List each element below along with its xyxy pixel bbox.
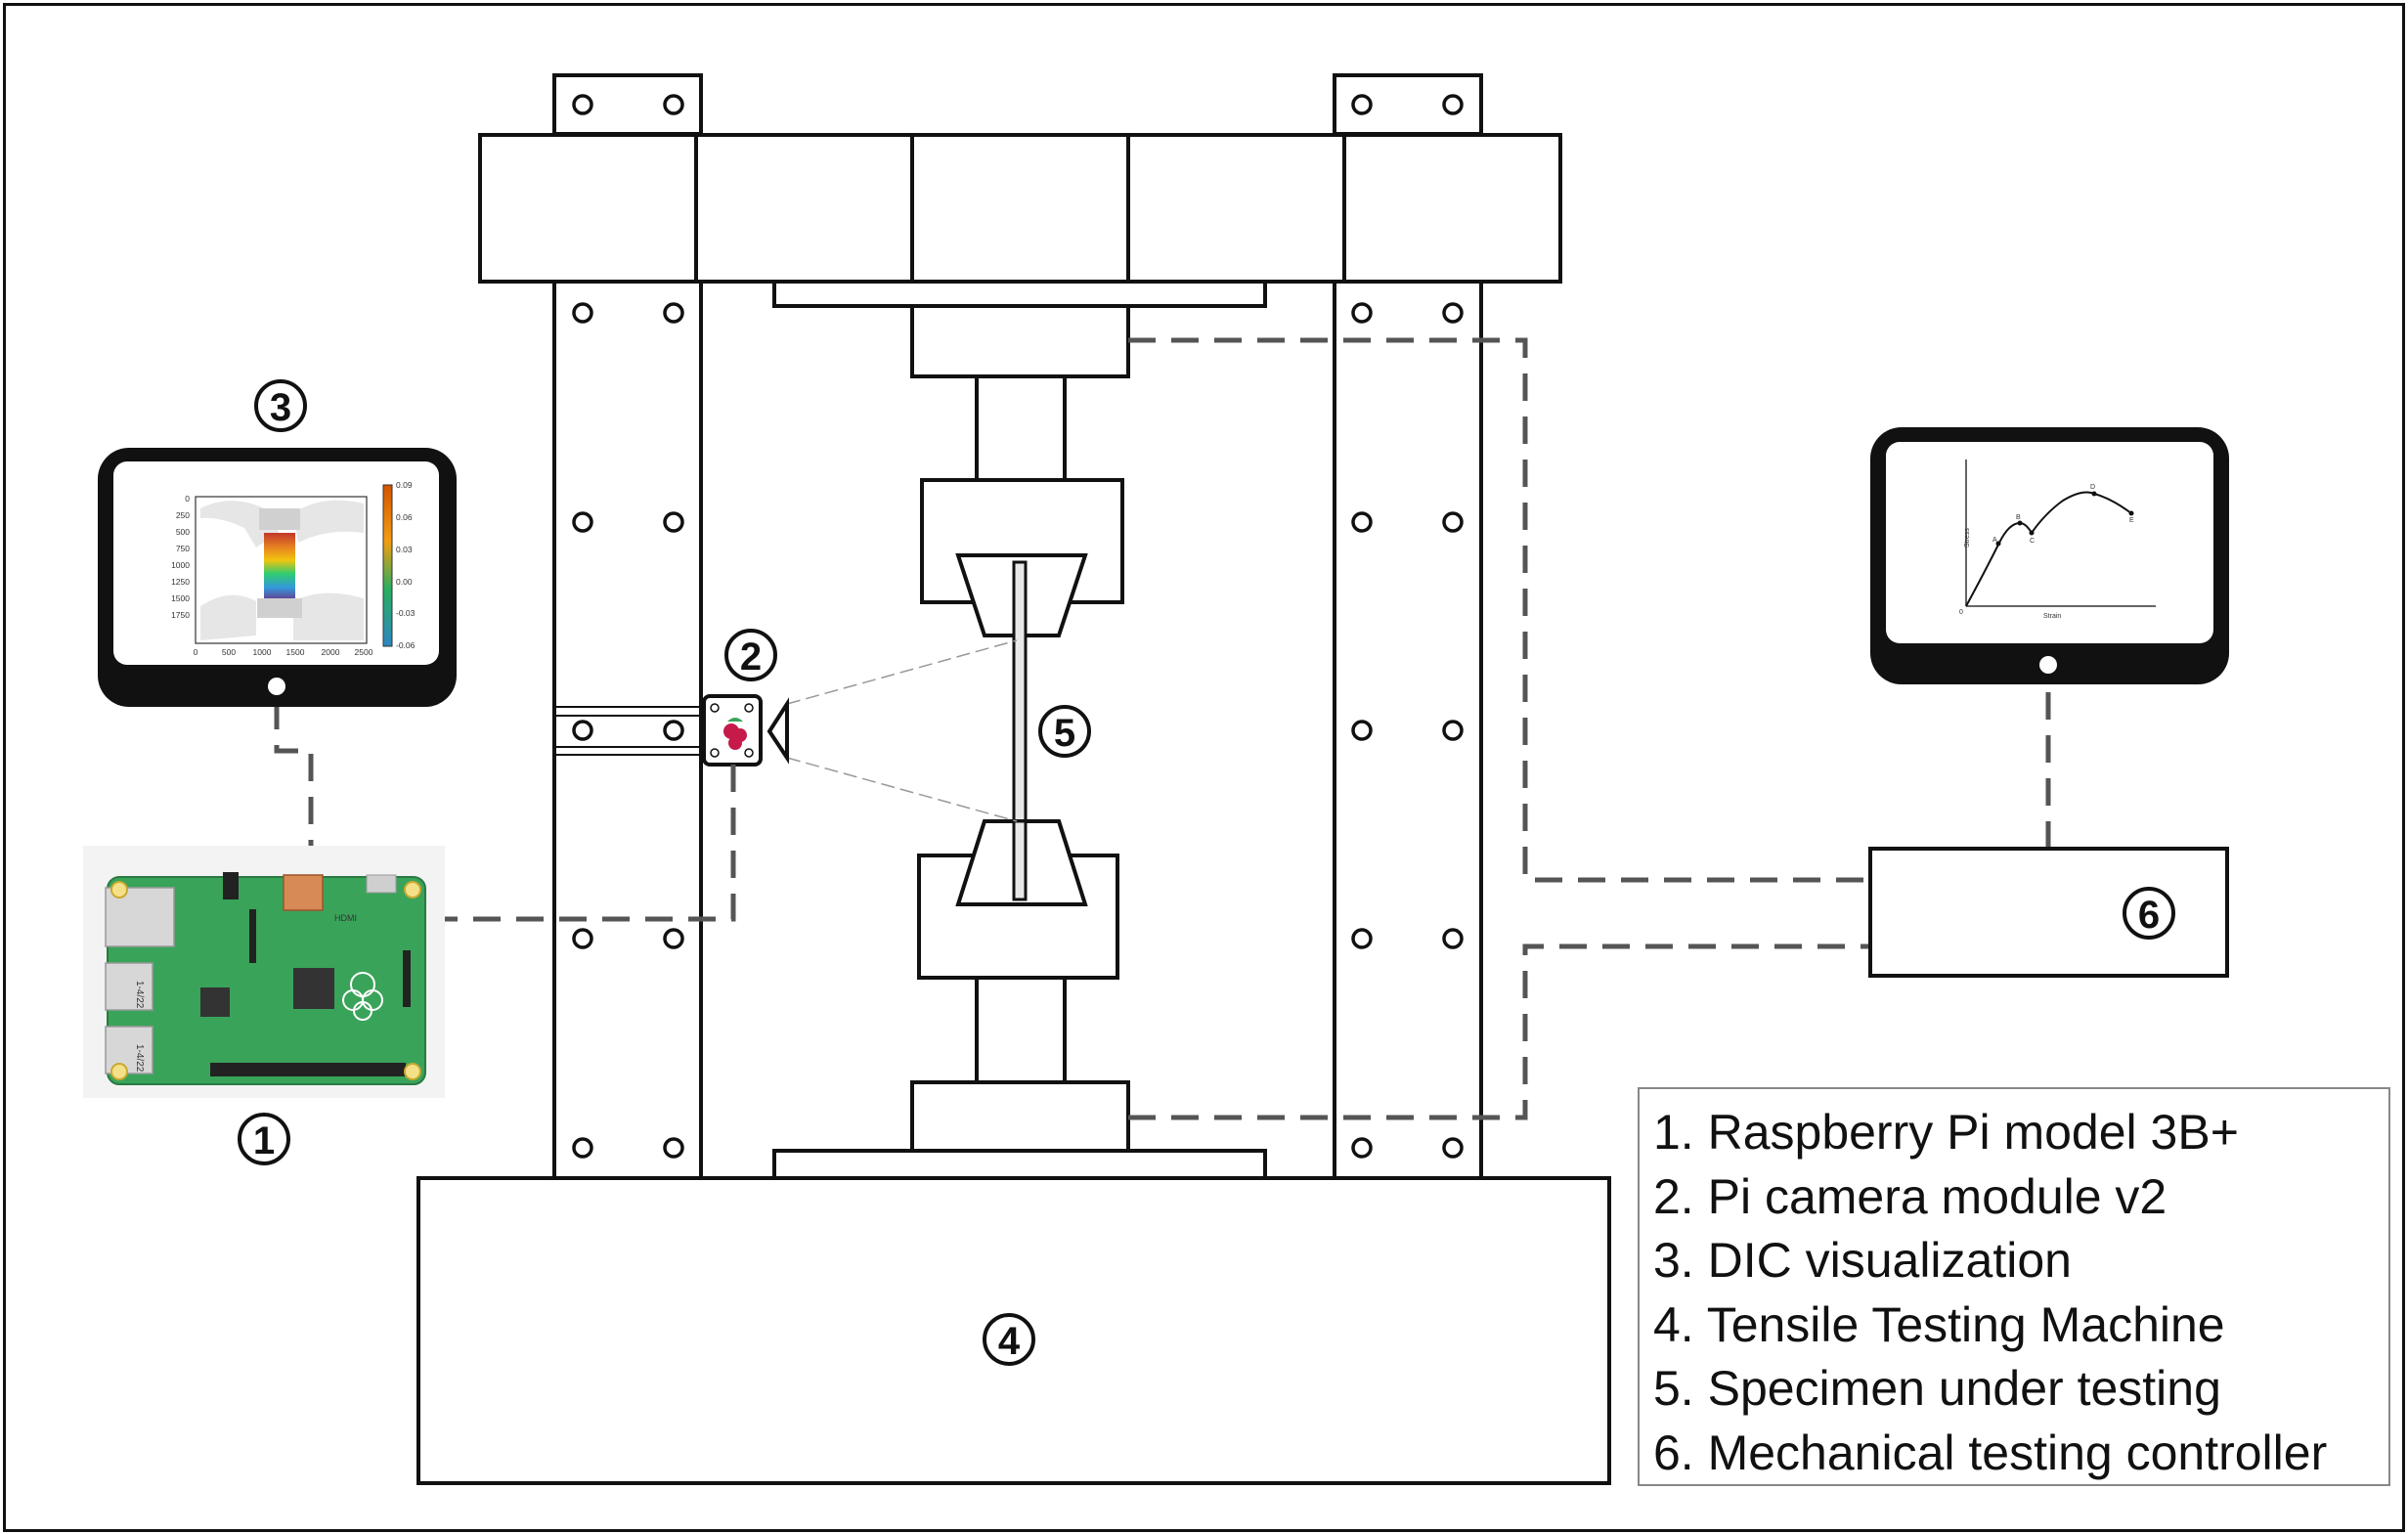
mounting-holes bbox=[110, 881, 421, 1080]
legend-item: 1. Raspberry Pi model 3B+ bbox=[1653, 1105, 2239, 1160]
dic-x-tick: 1000 bbox=[253, 647, 272, 657]
connections bbox=[274, 337, 2051, 1120]
camera-connector bbox=[249, 909, 256, 963]
dic-y-tick: 0 bbox=[185, 494, 190, 504]
dic-x-tick: 500 bbox=[222, 647, 236, 657]
audio-jack bbox=[223, 872, 239, 899]
dic-x-tick: 2500 bbox=[355, 647, 373, 657]
tablet-to-pi-cable bbox=[274, 702, 314, 880]
tensile-machine bbox=[416, 73, 1611, 1485]
tablet-home-button bbox=[2039, 656, 2057, 674]
y-axis-label: Stress bbox=[1964, 528, 1971, 548]
marker-1-text: 1 bbox=[253, 1119, 275, 1162]
point-label: B bbox=[2016, 514, 2021, 521]
hdmi-label: HDMI bbox=[334, 913, 357, 923]
point-label: D bbox=[2090, 484, 2095, 491]
soc-chip bbox=[293, 968, 334, 1009]
camera-lens-icon bbox=[766, 697, 789, 765]
top-crosshead bbox=[478, 133, 1562, 284]
usb-controller-chip bbox=[200, 987, 230, 1017]
lower-load-cell bbox=[910, 1080, 1130, 1153]
marker-5-text: 5 bbox=[1054, 712, 1075, 755]
legend-item: 3. DIC visualization bbox=[1653, 1233, 2072, 1288]
usb-label: 1-4/22 bbox=[134, 1044, 145, 1073]
marker-5: 5 bbox=[1038, 705, 1091, 758]
dic-colorbar bbox=[382, 484, 393, 647]
dic-y-tick: 1250 bbox=[171, 577, 190, 587]
lower-rod bbox=[975, 976, 1067, 1084]
dic-tablet: 0 250 500 750 1000 1250 1500 1750 0 500 … bbox=[98, 448, 457, 707]
dic-y-tick: 1000 bbox=[171, 560, 190, 570]
pi-to-camera-cable bbox=[430, 765, 736, 922]
tablet-screen bbox=[1886, 442, 2213, 643]
camera-field-of-view bbox=[786, 639, 1018, 822]
marker-3: 3 bbox=[254, 379, 307, 432]
raspberry-logo-icon bbox=[723, 718, 747, 750]
legend-item: 5. Specimen under testing bbox=[1653, 1361, 2221, 1416]
camera-rail bbox=[554, 706, 707, 756]
usb-label: 1-4/22 bbox=[134, 981, 145, 1009]
gpio-header bbox=[210, 1063, 406, 1076]
dic-y-tick: 1750 bbox=[171, 610, 190, 620]
marker-6: 6 bbox=[2123, 887, 2175, 940]
hdmi-port bbox=[283, 874, 324, 911]
usb-port-1 bbox=[105, 962, 153, 1011]
lower-plate bbox=[772, 1149, 1267, 1180]
marker-2-text: 2 bbox=[740, 636, 762, 679]
dic-colorbar-ticks: 0.09 0.06 0.03 0.00 -0.03 -0.06 bbox=[396, 480, 416, 650]
origin-label: 0 bbox=[1959, 609, 1963, 616]
upper-cell-to-controller bbox=[1128, 337, 1870, 883]
marker-2: 2 bbox=[724, 629, 777, 681]
dic-x-ticks: 0 500 1000 1500 2000 2500 bbox=[194, 647, 373, 657]
dic-y-tick: 500 bbox=[176, 527, 190, 537]
colorbar-tick: 0.00 bbox=[396, 577, 413, 587]
x-axis-label: Strain bbox=[2043, 613, 2061, 620]
dic-y-tick: 250 bbox=[176, 510, 190, 520]
left-column bbox=[552, 132, 703, 1182]
marker-6-text: 6 bbox=[2138, 894, 2160, 937]
column-bolts bbox=[572, 94, 1464, 1159]
pi-camera bbox=[702, 694, 789, 767]
colorbar-tick: -0.06 bbox=[396, 640, 416, 650]
dic-x-tick: 0 bbox=[194, 647, 198, 657]
raspberry-logo-icon bbox=[342, 972, 383, 1021]
tablet-home-button bbox=[268, 678, 285, 695]
colorbar-tick: 0.09 bbox=[396, 480, 413, 490]
upper-plate bbox=[772, 280, 1267, 308]
dic-x-tick: 1500 bbox=[286, 647, 305, 657]
micro-usb-port bbox=[366, 874, 397, 894]
marker-1: 1 bbox=[238, 1113, 290, 1165]
legend-box: 1. Raspberry Pi model 3B+ 2. Pi camera m… bbox=[1638, 1087, 2390, 1486]
lower-cell-to-controller bbox=[1128, 943, 1870, 1120]
number-markers: 1 2 3 4 5 6 bbox=[238, 379, 2175, 1366]
stress-strain-tablet: A B C D E 0 Strain Stress bbox=[1870, 427, 2229, 684]
legend-item: 2. Pi camera module v2 bbox=[1653, 1168, 2167, 1224]
marker-4: 4 bbox=[983, 1313, 1035, 1366]
dic-y-tick: 750 bbox=[176, 544, 190, 553]
outer-frame bbox=[3, 3, 2405, 1532]
dic-x-tick: 2000 bbox=[322, 647, 340, 657]
colorbar-tick: 0.06 bbox=[396, 512, 413, 522]
legend-item: 4. Tensile Testing Machine bbox=[1653, 1296, 2225, 1352]
marker-3-text: 3 bbox=[270, 386, 291, 429]
colorbar-tick: 0.03 bbox=[396, 545, 413, 554]
raspberry-pi-board: 1-4/22 1-4/22 HDMI bbox=[83, 846, 445, 1098]
point-label: A bbox=[1992, 537, 1997, 544]
point-label: E bbox=[2129, 517, 2134, 524]
point-label: C bbox=[2030, 538, 2035, 545]
right-column bbox=[1333, 132, 1483, 1182]
dic-y-tick: 1500 bbox=[171, 593, 190, 603]
upper-load-cell bbox=[910, 304, 1130, 378]
legend-item: 6. Mechanical testing controller bbox=[1653, 1424, 2328, 1480]
colorbar-tick: -0.03 bbox=[396, 608, 416, 618]
display-connector bbox=[403, 950, 411, 1007]
marker-4-text: 4 bbox=[998, 1320, 1021, 1363]
upper-rod bbox=[975, 374, 1067, 482]
dic-y-ticks: 0 250 500 750 1000 1250 1500 1750 bbox=[171, 494, 190, 620]
